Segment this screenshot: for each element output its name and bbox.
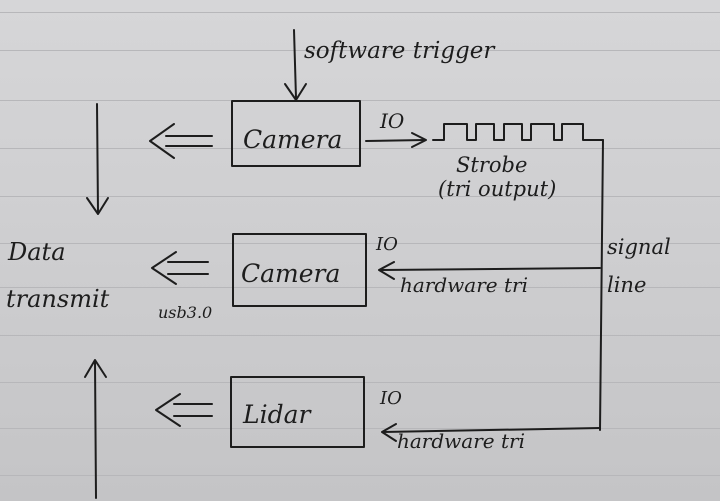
up-arrow xyxy=(94,361,97,499)
arrow-head xyxy=(411,132,427,148)
software-trigger-arrow xyxy=(293,29,297,99)
ruled-line xyxy=(0,382,720,383)
down-arrow xyxy=(96,103,99,213)
ruled-line xyxy=(0,243,720,244)
transmit-label: transmit xyxy=(6,285,110,313)
io-top-label: IO xyxy=(379,109,404,133)
ruled-line xyxy=(0,12,720,13)
hollow-left-arrow-bottom xyxy=(155,393,213,427)
ruled-line xyxy=(0,287,720,288)
hardware-tri-mid-label: hardware tri xyxy=(400,273,528,297)
lidar-label: Lidar xyxy=(242,400,313,429)
arrow-head xyxy=(86,197,109,215)
arrow-head xyxy=(378,261,395,280)
software-trigger-label: software trigger xyxy=(304,38,496,64)
io-bottom-label: IO xyxy=(379,388,402,409)
tri-output-label: (tri output) xyxy=(438,177,556,201)
camera-mid-box xyxy=(232,233,367,307)
arrow-head xyxy=(381,423,397,442)
strobe-wave xyxy=(432,123,604,141)
hardware-tri-arrow-mid xyxy=(379,267,601,271)
ruled-line xyxy=(0,335,720,336)
usb-label: usb3.0 xyxy=(158,303,212,322)
hardware-tri-bottom-label: hardware tri xyxy=(397,429,525,453)
hollow-left-arrow-top xyxy=(149,123,213,159)
hollow-left-arrow-mid xyxy=(151,251,209,285)
io-arrow-top xyxy=(365,139,426,142)
arrow-head xyxy=(84,359,107,378)
ruled-line xyxy=(0,50,720,51)
ruled-line xyxy=(0,428,720,429)
camera-mid-label: Camera xyxy=(241,259,340,288)
data-label: Data xyxy=(7,238,66,266)
camera-top-label: Camera xyxy=(243,125,342,154)
camera-top-box xyxy=(231,100,361,167)
ruled-line xyxy=(0,475,720,476)
ruled-line xyxy=(0,196,720,197)
strobe-label: Strobe xyxy=(456,153,527,177)
signal-line xyxy=(599,139,604,431)
signal-label: signal xyxy=(607,235,671,259)
io-mid-label: IO xyxy=(375,234,398,255)
line-label: line xyxy=(607,273,646,297)
hardware-tri-arrow-bottom xyxy=(382,427,601,433)
lidar-box xyxy=(230,376,365,448)
